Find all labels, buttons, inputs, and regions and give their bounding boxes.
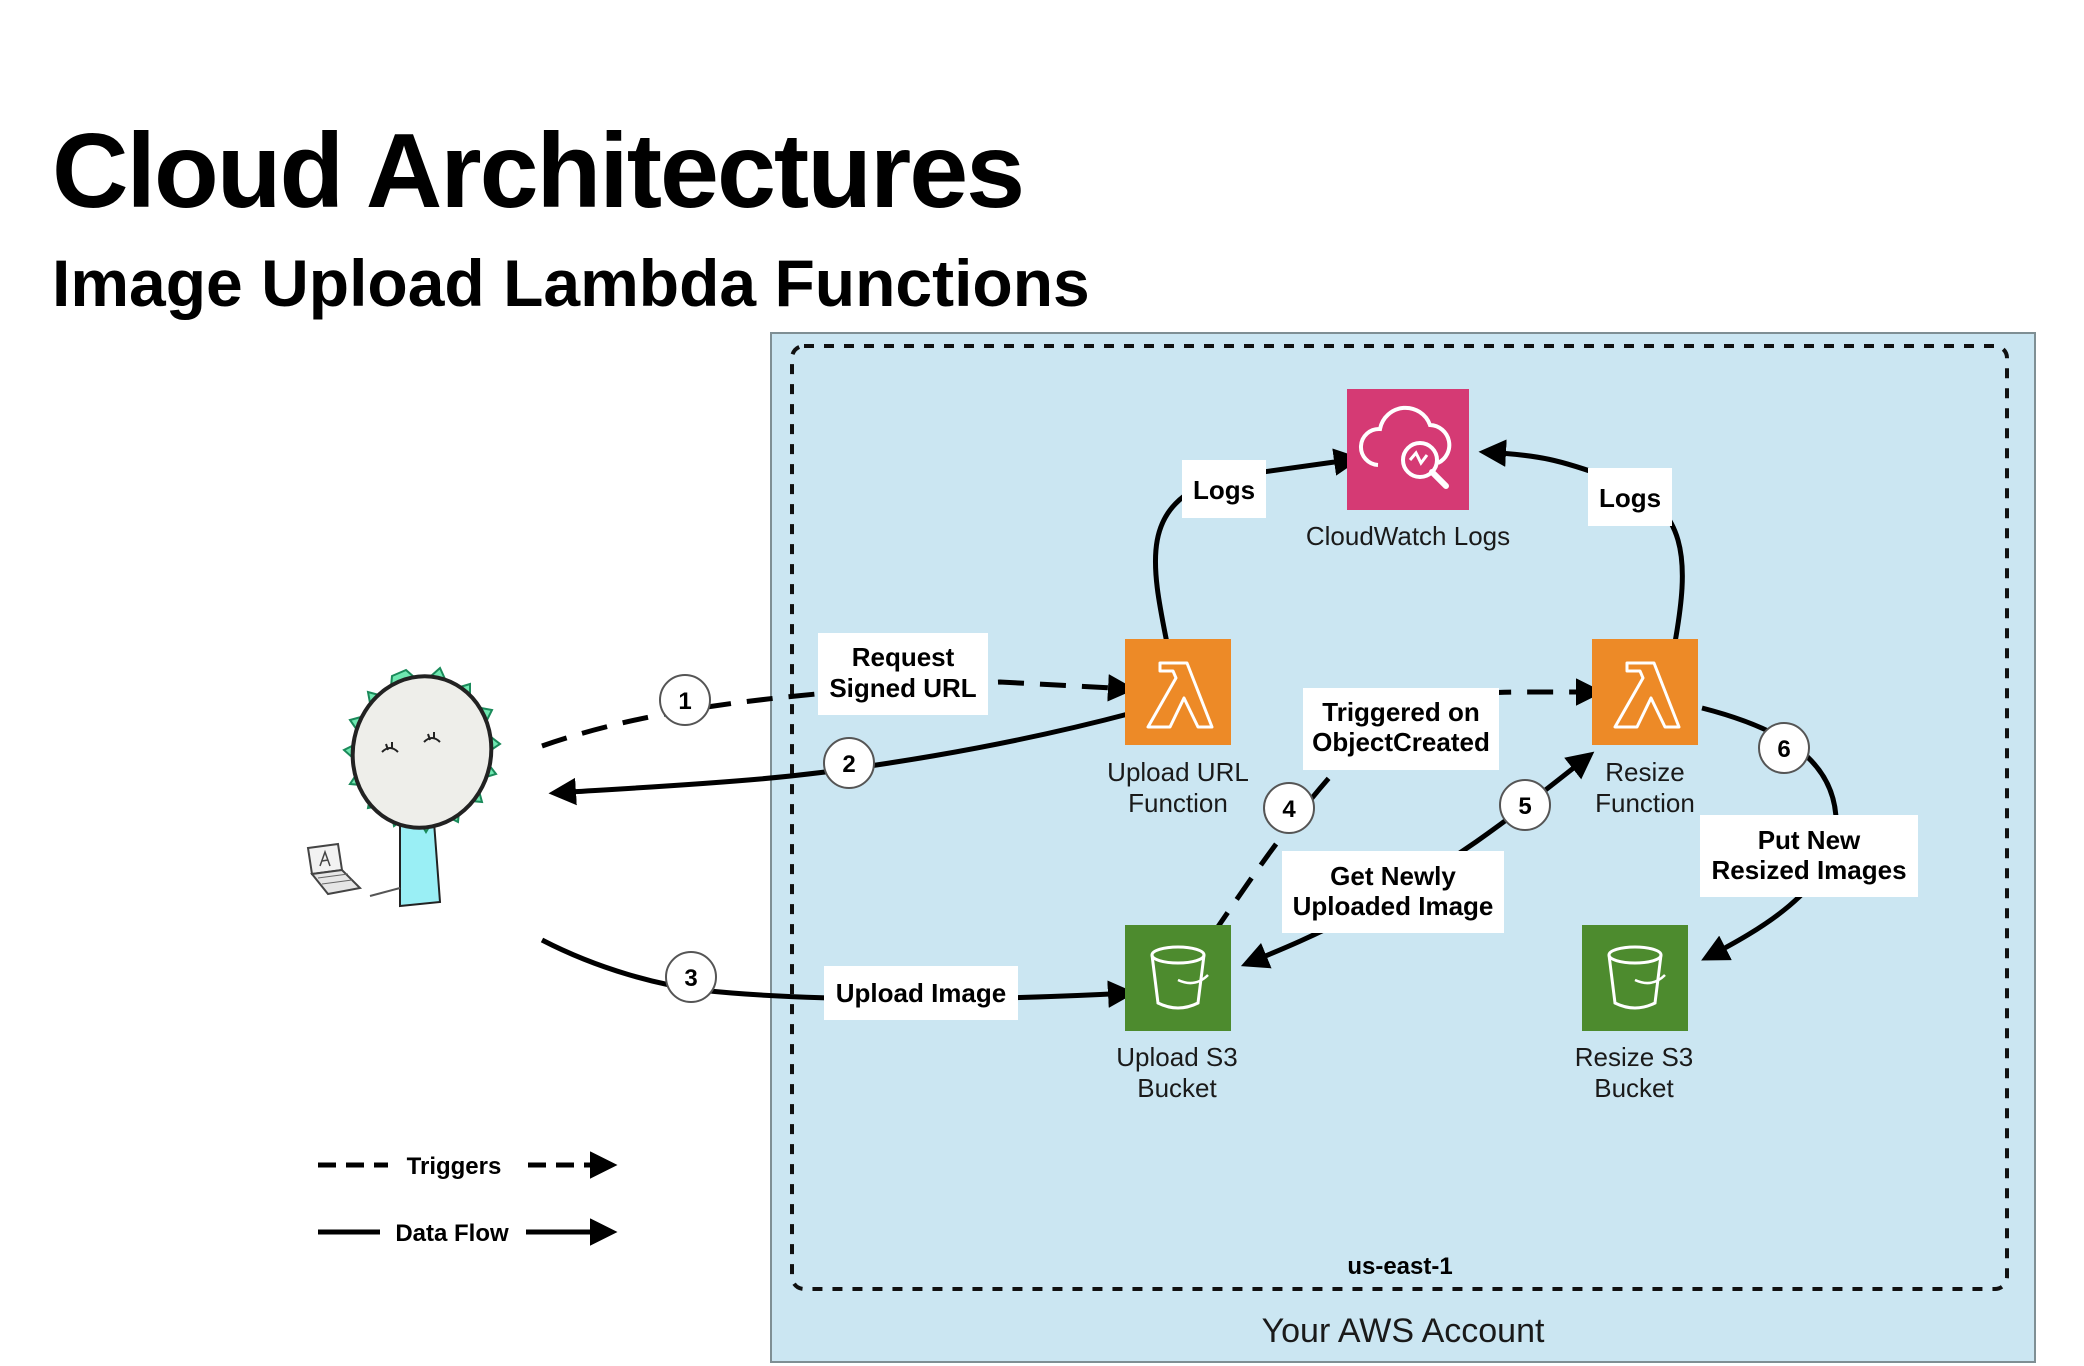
step-6-badge: 6 [1758, 722, 1810, 774]
cloudwatch-logs-icon [1347, 389, 1469, 510]
legend-triggers-label: Triggers [407, 1153, 502, 1180]
svg-text:2: 2 [842, 751, 855, 778]
step-3-badge: 3 [665, 951, 717, 1003]
s3-bucket-icon [1582, 925, 1688, 1031]
upload-fn-label-2: Function [1128, 788, 1228, 818]
resize-bucket-label-2: Bucket [1594, 1073, 1674, 1103]
svg-text:Logs: Logs [1599, 483, 1661, 513]
label-request-signed-url: Request Signed URL [818, 633, 988, 715]
step-1-badge: 1 [659, 674, 711, 726]
step-4-badge: 4 [1263, 782, 1315, 834]
legend: Triggers Data Flow [318, 1151, 618, 1247]
upload-bucket-label-2: Bucket [1137, 1073, 1217, 1103]
cloudwatch-logs-label: CloudWatch Logs [1306, 521, 1510, 551]
svg-text:3: 3 [684, 965, 697, 992]
step-2-badge: 2 [823, 737, 875, 789]
user-with-laptop-icon [306, 666, 502, 908]
label-get-newly-uploaded-image: Get Newly Uploaded Image [1282, 851, 1504, 933]
aws-account-label: Your AWS Account [1262, 1312, 1545, 1350]
label-put-new-resized-images: Put New Resized Images [1700, 815, 1918, 897]
lambda-icon [1125, 639, 1231, 745]
page-subtitle: Image Upload Lambda Functions [52, 246, 1090, 320]
resize-fn-label-2: Function [1595, 788, 1695, 818]
region-boundary [790, 344, 2009, 1291]
label-logs-right: Logs [1588, 468, 1672, 526]
step-5-badge: 5 [1499, 779, 1551, 831]
svg-text:Logs: Logs [1193, 475, 1255, 505]
legend-data-flow-label: Data Flow [395, 1220, 509, 1247]
svg-text:1: 1 [678, 688, 691, 715]
label-triggered-on-object-created: Triggered on ObjectCreated [1303, 688, 1499, 770]
svg-text:5: 5 [1518, 793, 1531, 820]
edge-upload-image [540, 937, 1136, 1008]
s3-bucket-icon [1125, 925, 1231, 1031]
svg-text:ObjectCreated: ObjectCreated [1312, 727, 1490, 757]
label-logs-left: Logs [1182, 460, 1266, 518]
svg-text:Put New: Put New [1758, 825, 1861, 855]
svg-text:Triggered on: Triggered on [1322, 697, 1479, 727]
svg-text:4: 4 [1282, 796, 1296, 823]
lambda-icon [1592, 639, 1698, 745]
region-label: us-east-1 [1347, 1253, 1452, 1280]
svg-text:Upload Image: Upload Image [836, 978, 1006, 1008]
upload-bucket-label-1: Upload S3 [1116, 1042, 1237, 1072]
svg-text:6: 6 [1777, 736, 1790, 763]
svg-text:Resized Images: Resized Images [1711, 855, 1906, 885]
resize-fn-label-1: Resize [1605, 757, 1684, 787]
label-upload-image: Upload Image [824, 966, 1018, 1020]
svg-text:Signed URL: Signed URL [829, 673, 976, 703]
svg-text:Request: Request [852, 642, 955, 672]
edge-return-signed-url [548, 710, 1133, 806]
resize-bucket-label-1: Resize S3 [1575, 1042, 1694, 1072]
upload-fn-label-1: Upload URL [1107, 757, 1249, 787]
laptop-icon [306, 842, 363, 896]
svg-text:Uploaded Image: Uploaded Image [1293, 891, 1494, 921]
page-title: Cloud Architectures [52, 112, 1025, 230]
svg-text:Get Newly: Get Newly [1330, 861, 1456, 891]
